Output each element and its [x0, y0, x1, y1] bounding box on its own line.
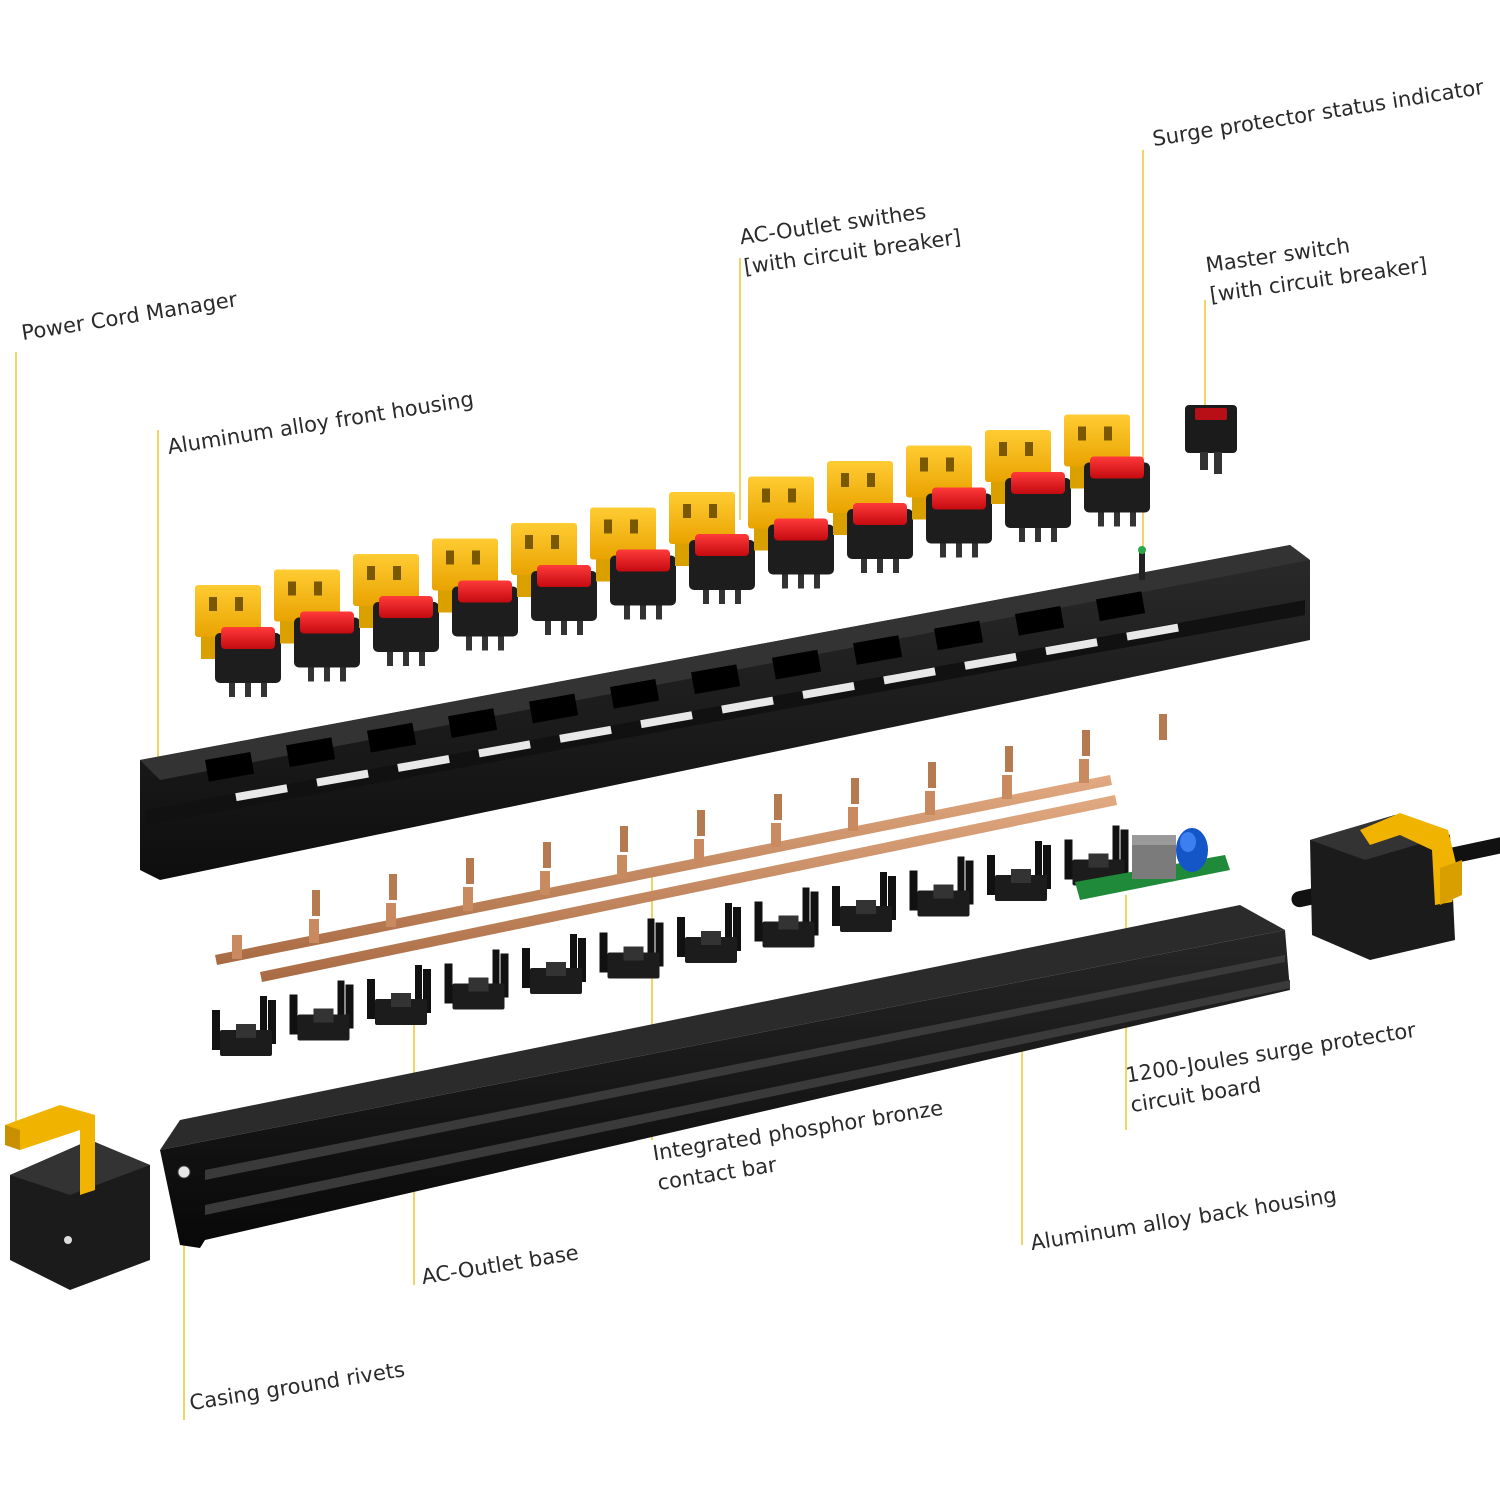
- outlet-module: [432, 538, 518, 651]
- outlet-base: [212, 996, 276, 1056]
- outlet-module: [669, 492, 755, 604]
- front-window: [367, 722, 417, 753]
- front-housing-windows: [204, 591, 1179, 802]
- back-housing: [160, 905, 1290, 1248]
- bronze-tab: [232, 935, 242, 959]
- right-end-cap: [1291, 813, 1500, 960]
- surge-protector-board: [1075, 828, 1230, 900]
- outlet-module: [195, 585, 281, 697]
- bronze-tab: [1002, 775, 1012, 799]
- front-window: [609, 679, 660, 709]
- front-slot: [883, 667, 936, 685]
- outlet-base: [677, 903, 741, 963]
- outlet-module: [827, 461, 913, 573]
- front-window: [1014, 606, 1065, 636]
- outlet-base: [987, 841, 1051, 901]
- outlet-module: [274, 569, 360, 682]
- outlet-base: [444, 949, 509, 1010]
- front-window: [285, 737, 336, 768]
- front-slot: [721, 696, 774, 714]
- front-window: [528, 693, 579, 724]
- bronze-tab: [694, 839, 704, 863]
- front-slot: [802, 682, 855, 699]
- bronze-tab: [771, 823, 781, 847]
- front-slot: [964, 652, 1017, 670]
- bronze-tab: [848, 807, 858, 831]
- outlet-base: [522, 934, 586, 994]
- front-window: [934, 620, 984, 651]
- outlet-base: [367, 965, 431, 1025]
- front-window: [448, 708, 498, 738]
- bronze-tab: [540, 871, 550, 895]
- outlet-module: [906, 445, 992, 558]
- left-end-cap: [5, 1105, 150, 1290]
- front-slot: [640, 711, 693, 729]
- outlet-base: [909, 856, 974, 917]
- bronze-tab: [925, 791, 935, 815]
- status-indicator-led: [1138, 546, 1146, 580]
- bronze-tab: [309, 919, 319, 943]
- phosphor-bronze-contact-bar: [215, 714, 1167, 982]
- outlet-module: [748, 476, 834, 589]
- outlet-base: [599, 918, 664, 979]
- bronze-tab: [463, 887, 473, 911]
- outlet-switch-row: [195, 414, 1150, 697]
- outlet-module: [511, 523, 597, 635]
- front-window: [772, 649, 822, 680]
- front-window: [690, 664, 741, 695]
- front-slot: [316, 769, 369, 787]
- outlet-base: [289, 980, 354, 1041]
- front-housing: [140, 545, 1310, 880]
- front-slot: [235, 784, 288, 802]
- outlet-module: [590, 507, 676, 620]
- front-slot: [1126, 623, 1179, 641]
- outlet-base: [754, 887, 819, 948]
- front-slot: [478, 740, 531, 758]
- front-slot: [559, 725, 612, 743]
- front-window: [853, 635, 903, 665]
- front-window: [1096, 591, 1146, 622]
- bronze-tab: [386, 903, 396, 927]
- outlet-base: [832, 872, 896, 932]
- outlet-base-row: [212, 825, 1129, 1056]
- outlet-module: [985, 430, 1071, 542]
- outlet-module: [1064, 414, 1150, 527]
- bronze-tab: [1079, 759, 1089, 783]
- front-slot: [397, 755, 450, 772]
- front-window: [204, 752, 255, 782]
- master-switch: [1185, 405, 1237, 474]
- bronze-tab: [617, 855, 627, 879]
- outlet-module: [353, 554, 439, 666]
- front-slot: [1045, 638, 1098, 656]
